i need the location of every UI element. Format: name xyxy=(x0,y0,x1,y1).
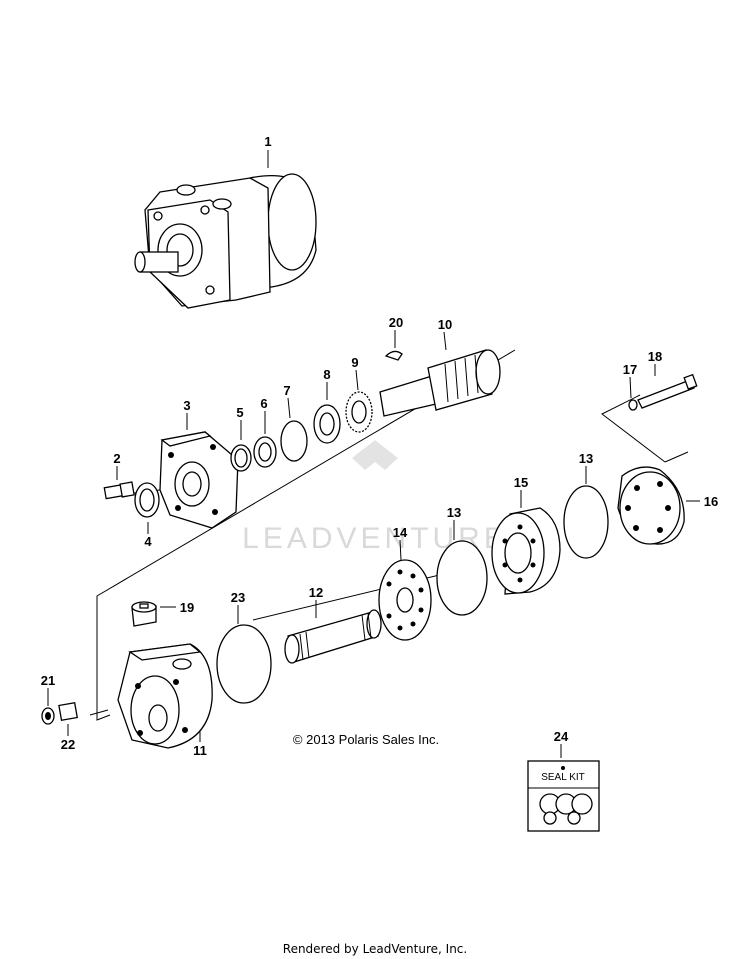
part-17-washer xyxy=(628,399,638,411)
part-6-washer xyxy=(253,436,277,468)
callout-17: 17 xyxy=(623,362,637,377)
callout-9: 9 xyxy=(351,355,358,370)
part-16-end-cap xyxy=(617,466,685,545)
part-3-front-housing xyxy=(159,431,239,529)
part-14-valve-plate xyxy=(378,559,432,641)
part-13-o-ring-lower xyxy=(436,540,488,616)
part-21-nut xyxy=(41,707,55,725)
callout-13-upper: 13 xyxy=(579,451,593,466)
callout-5: 5 xyxy=(236,405,243,420)
callout-16: 16 xyxy=(704,494,718,509)
callout-23: 23 xyxy=(231,590,245,605)
seal-kit-label: SEAL KIT xyxy=(541,772,585,783)
callout-21: 21 xyxy=(41,673,55,688)
part-18-bolt xyxy=(637,373,698,409)
part-2-fitting xyxy=(103,481,135,500)
callout-4: 4 xyxy=(144,534,152,549)
part-12-drive-shaft xyxy=(284,609,382,664)
part-1-motor-assembly xyxy=(134,173,317,309)
part-7-o-ring xyxy=(280,420,308,462)
callout-1: 1 xyxy=(264,134,271,149)
callout-labels: 1 2 3 4 5 6 7 8 9 10 11 12 13 13 14 15 1… xyxy=(41,134,718,758)
callout-14: 14 xyxy=(393,525,408,540)
callout-22: 22 xyxy=(61,737,75,752)
callout-24: 24 xyxy=(554,729,569,744)
part-4-seal xyxy=(134,482,160,518)
callout-3: 3 xyxy=(183,398,190,413)
footer-text: Rendered by LeadVenture, Inc. xyxy=(283,942,467,956)
callout-7: 7 xyxy=(283,383,290,398)
part-24-seal-kit: SEAL KIT xyxy=(527,760,600,832)
callout-20: 20 xyxy=(389,315,403,330)
callout-15: 15 xyxy=(514,475,528,490)
part-19-plug xyxy=(131,601,157,627)
part-13-o-ring-upper xyxy=(563,485,609,559)
callout-leaders xyxy=(47,150,700,758)
callout-6: 6 xyxy=(260,396,267,411)
part-11-rear-housing xyxy=(117,643,213,749)
part-9-thrust-bearing xyxy=(345,391,373,433)
part-5-ring xyxy=(230,444,252,472)
part-23-o-ring xyxy=(216,624,272,704)
callout-19: 19 xyxy=(180,600,194,615)
callout-13-lower: 13 xyxy=(447,505,461,520)
callout-10: 10 xyxy=(438,317,452,332)
callout-12: 12 xyxy=(309,585,323,600)
part-15-gerotor xyxy=(491,507,561,595)
part-10-output-shaft xyxy=(379,349,501,417)
callout-11: 11 xyxy=(193,743,207,758)
watermark: LEADVENTURE xyxy=(242,440,504,555)
copyright-text: © 2013 Polaris Sales Inc. xyxy=(293,732,439,747)
part-22-fitting xyxy=(58,701,79,722)
part-20-key xyxy=(384,350,403,361)
callout-8: 8 xyxy=(323,367,330,382)
callout-18: 18 xyxy=(648,349,662,364)
callout-2: 2 xyxy=(113,451,120,466)
part-8-bearing-race xyxy=(313,404,341,444)
